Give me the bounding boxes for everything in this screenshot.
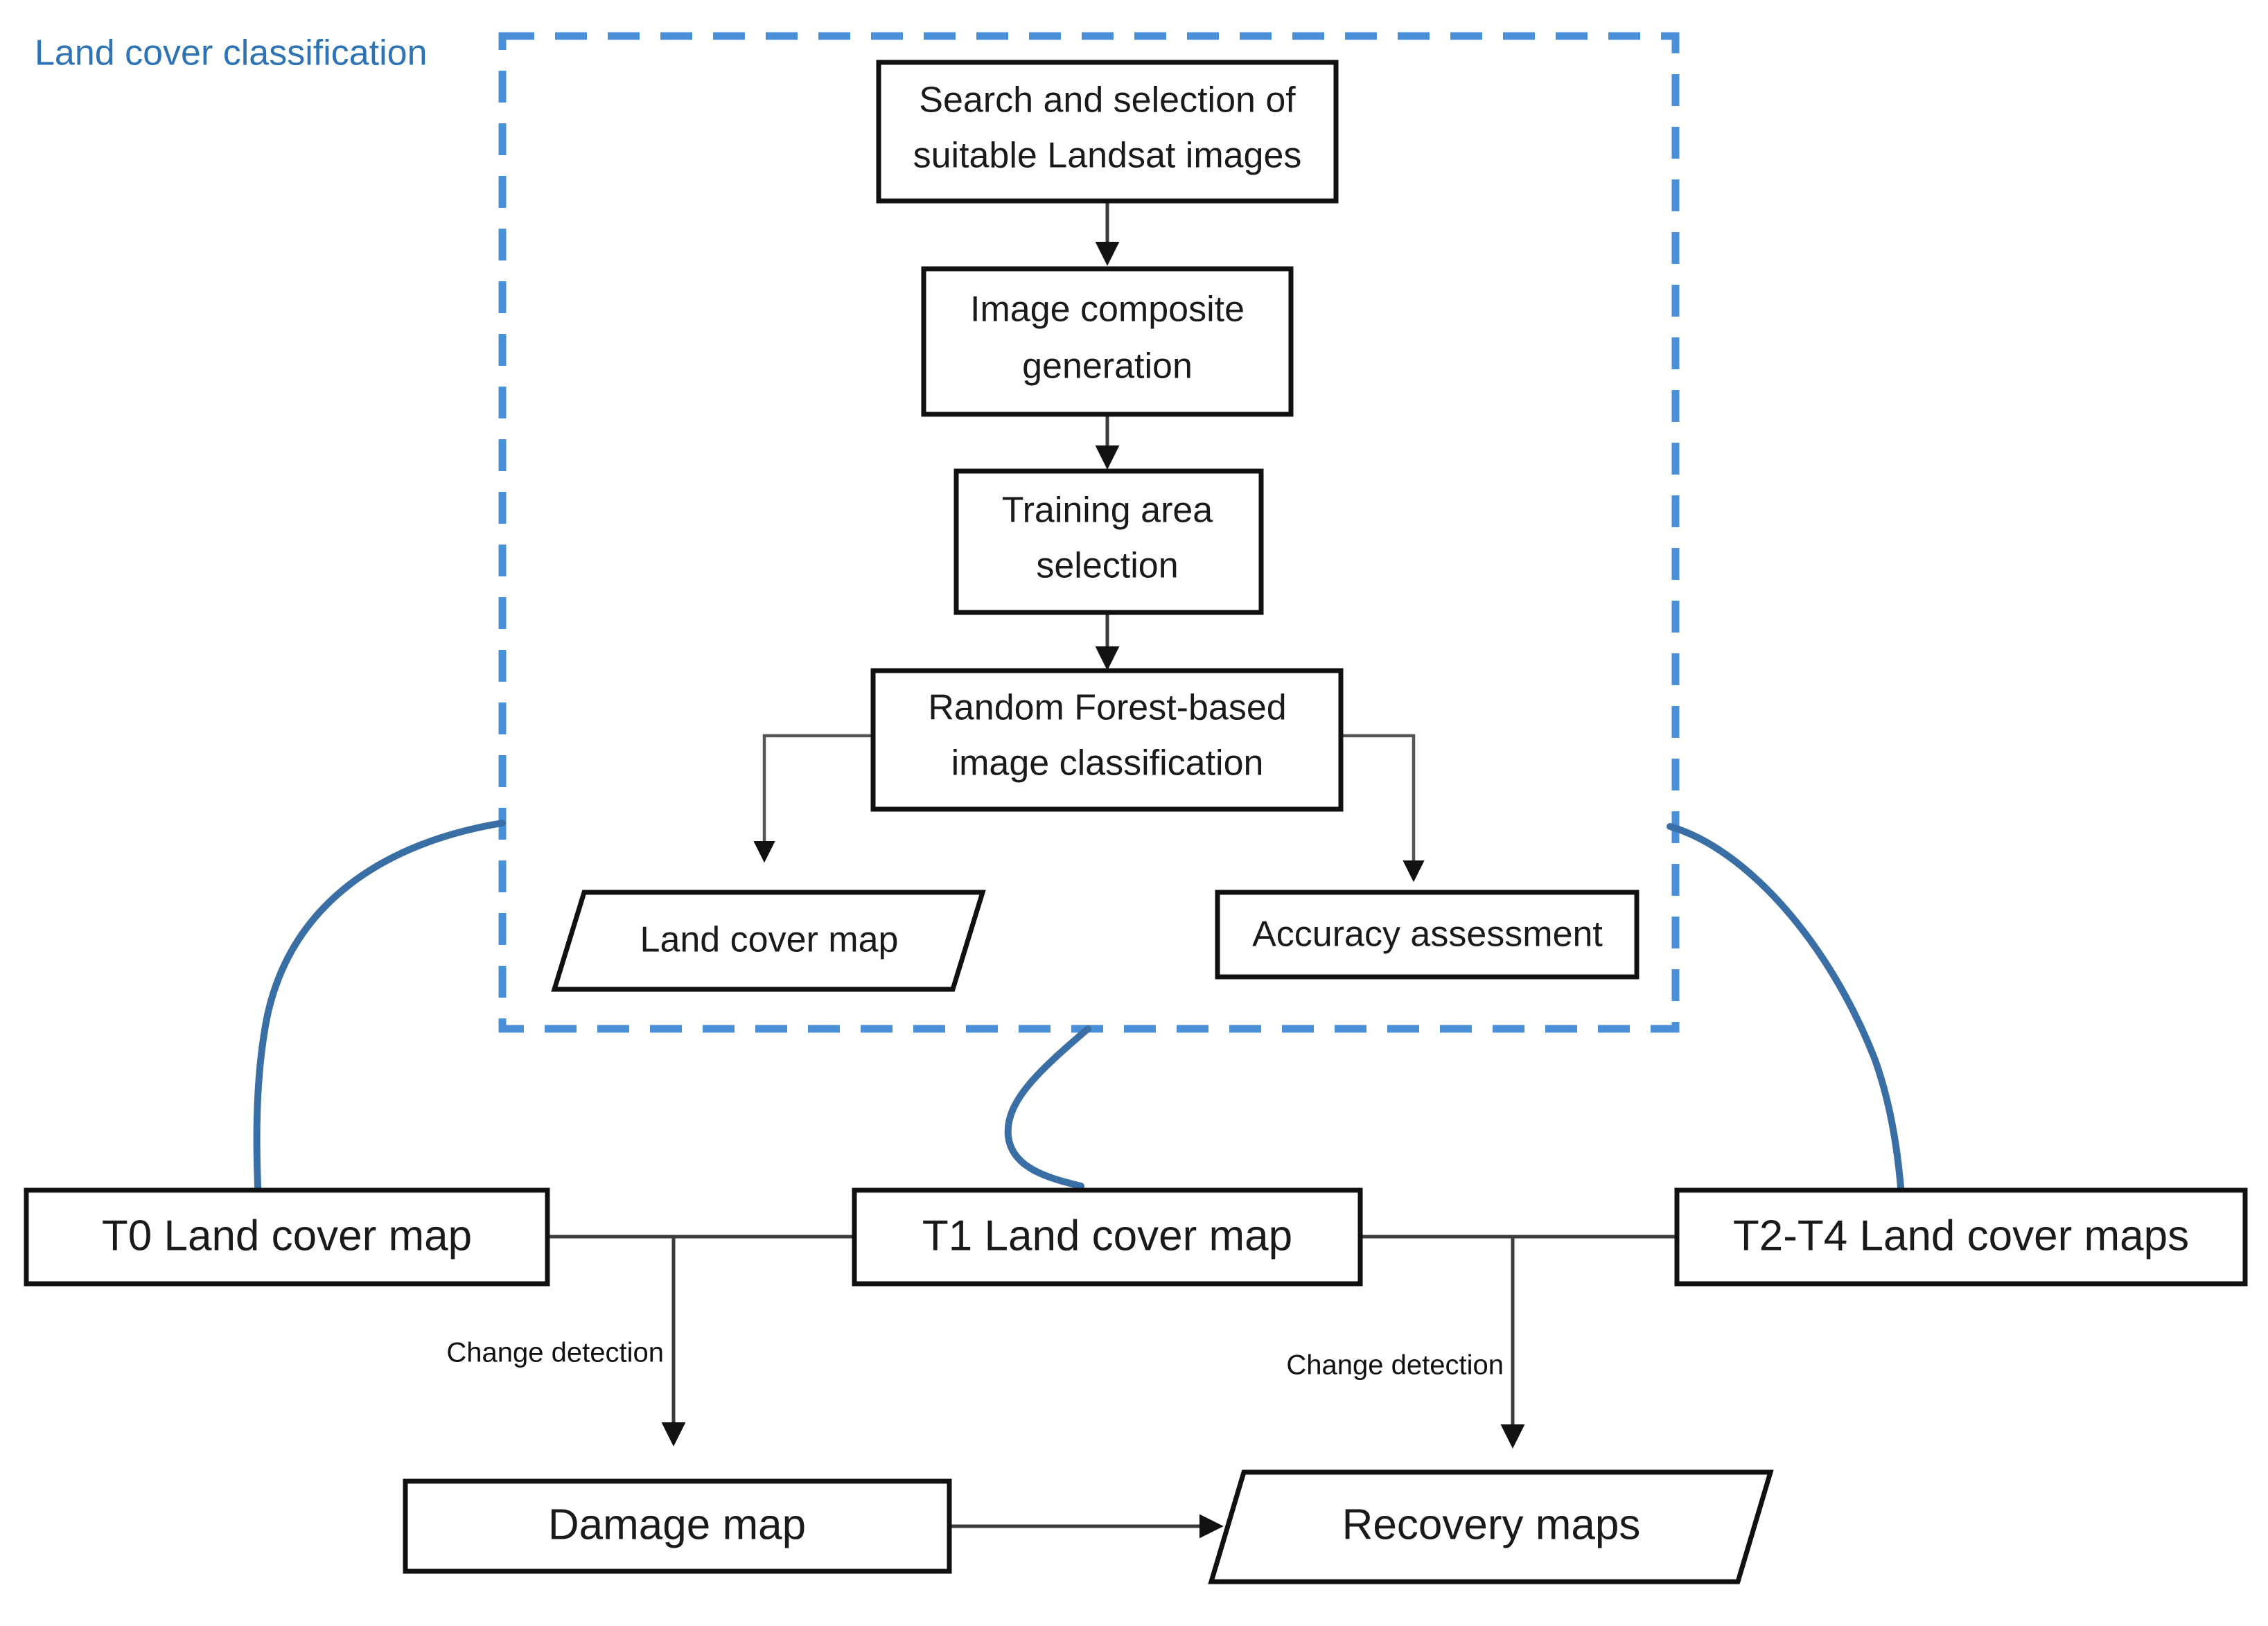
node-t1-label: T1 Land cover map bbox=[922, 1212, 1292, 1260]
curve-group-to-t1 bbox=[1004, 1025, 1091, 1190]
node-training-area-line1: Training area bbox=[1002, 491, 1213, 531]
node-recovery-maps-label: Recovery maps bbox=[1342, 1501, 1641, 1548]
node-image-composite[interactable]: Image composite generation bbox=[921, 266, 1294, 417]
curve-lcmap-to-t0 bbox=[253, 820, 506, 1266]
node-image-composite-line2: generation bbox=[1022, 346, 1193, 387]
node-t0-label: T0 Land cover map bbox=[102, 1212, 472, 1260]
node-t2t4-label: T2-T4 Land cover maps bbox=[1733, 1212, 2189, 1260]
node-image-composite-line1: Image composite bbox=[970, 290, 1245, 330]
edge-label-change-detection-left: Change detection bbox=[446, 1338, 664, 1368]
node-land-cover-map[interactable]: Land cover map bbox=[551, 890, 986, 992]
node-random-forest-line1: Random Forest-based bbox=[928, 688, 1286, 728]
edge-rf-to-landcovermap bbox=[753, 734, 873, 863]
node-t2-t4-land-cover-maps[interactable]: T2-T4 Land cover maps bbox=[1674, 1187, 2248, 1287]
node-recovery-maps[interactable]: Recovery maps bbox=[1208, 1469, 1774, 1584]
edge-rf-to-accuracy bbox=[1341, 734, 1425, 883]
node-training-area-line2: selection bbox=[1036, 546, 1178, 586]
edge-label-change-detection-right: Change detection bbox=[1286, 1350, 1504, 1381]
node-search-selection[interactable]: Search and selection of suitable Landsat… bbox=[876, 60, 1339, 204]
node-training-area[interactable]: Training area selection bbox=[953, 468, 1264, 615]
node-accuracy-assessment-label: Accuracy assessment bbox=[1252, 914, 1603, 955]
node-t0-land-cover-map[interactable]: T0 Land cover map bbox=[24, 1187, 550, 1287]
node-search-selection-line1: Search and selection of bbox=[919, 80, 1296, 121]
node-land-cover-map-label: Land cover map bbox=[640, 920, 899, 960]
node-random-forest-classification[interactable]: Random Forest-based image classification bbox=[870, 668, 1344, 812]
node-random-forest-line2: image classification bbox=[951, 743, 1264, 784]
node-accuracy-assessment[interactable]: Accuracy assessment bbox=[1215, 890, 1640, 980]
node-search-selection-line2: suitable Landsat images bbox=[913, 136, 1302, 176]
node-damage-map-label: Damage map bbox=[548, 1501, 806, 1548]
node-t1-land-cover-map[interactable]: T1 Land cover map bbox=[852, 1187, 1363, 1287]
node-damage-map[interactable]: Damage map bbox=[403, 1478, 952, 1574]
group-label-land-cover-classification: Land cover classification bbox=[35, 33, 428, 73]
